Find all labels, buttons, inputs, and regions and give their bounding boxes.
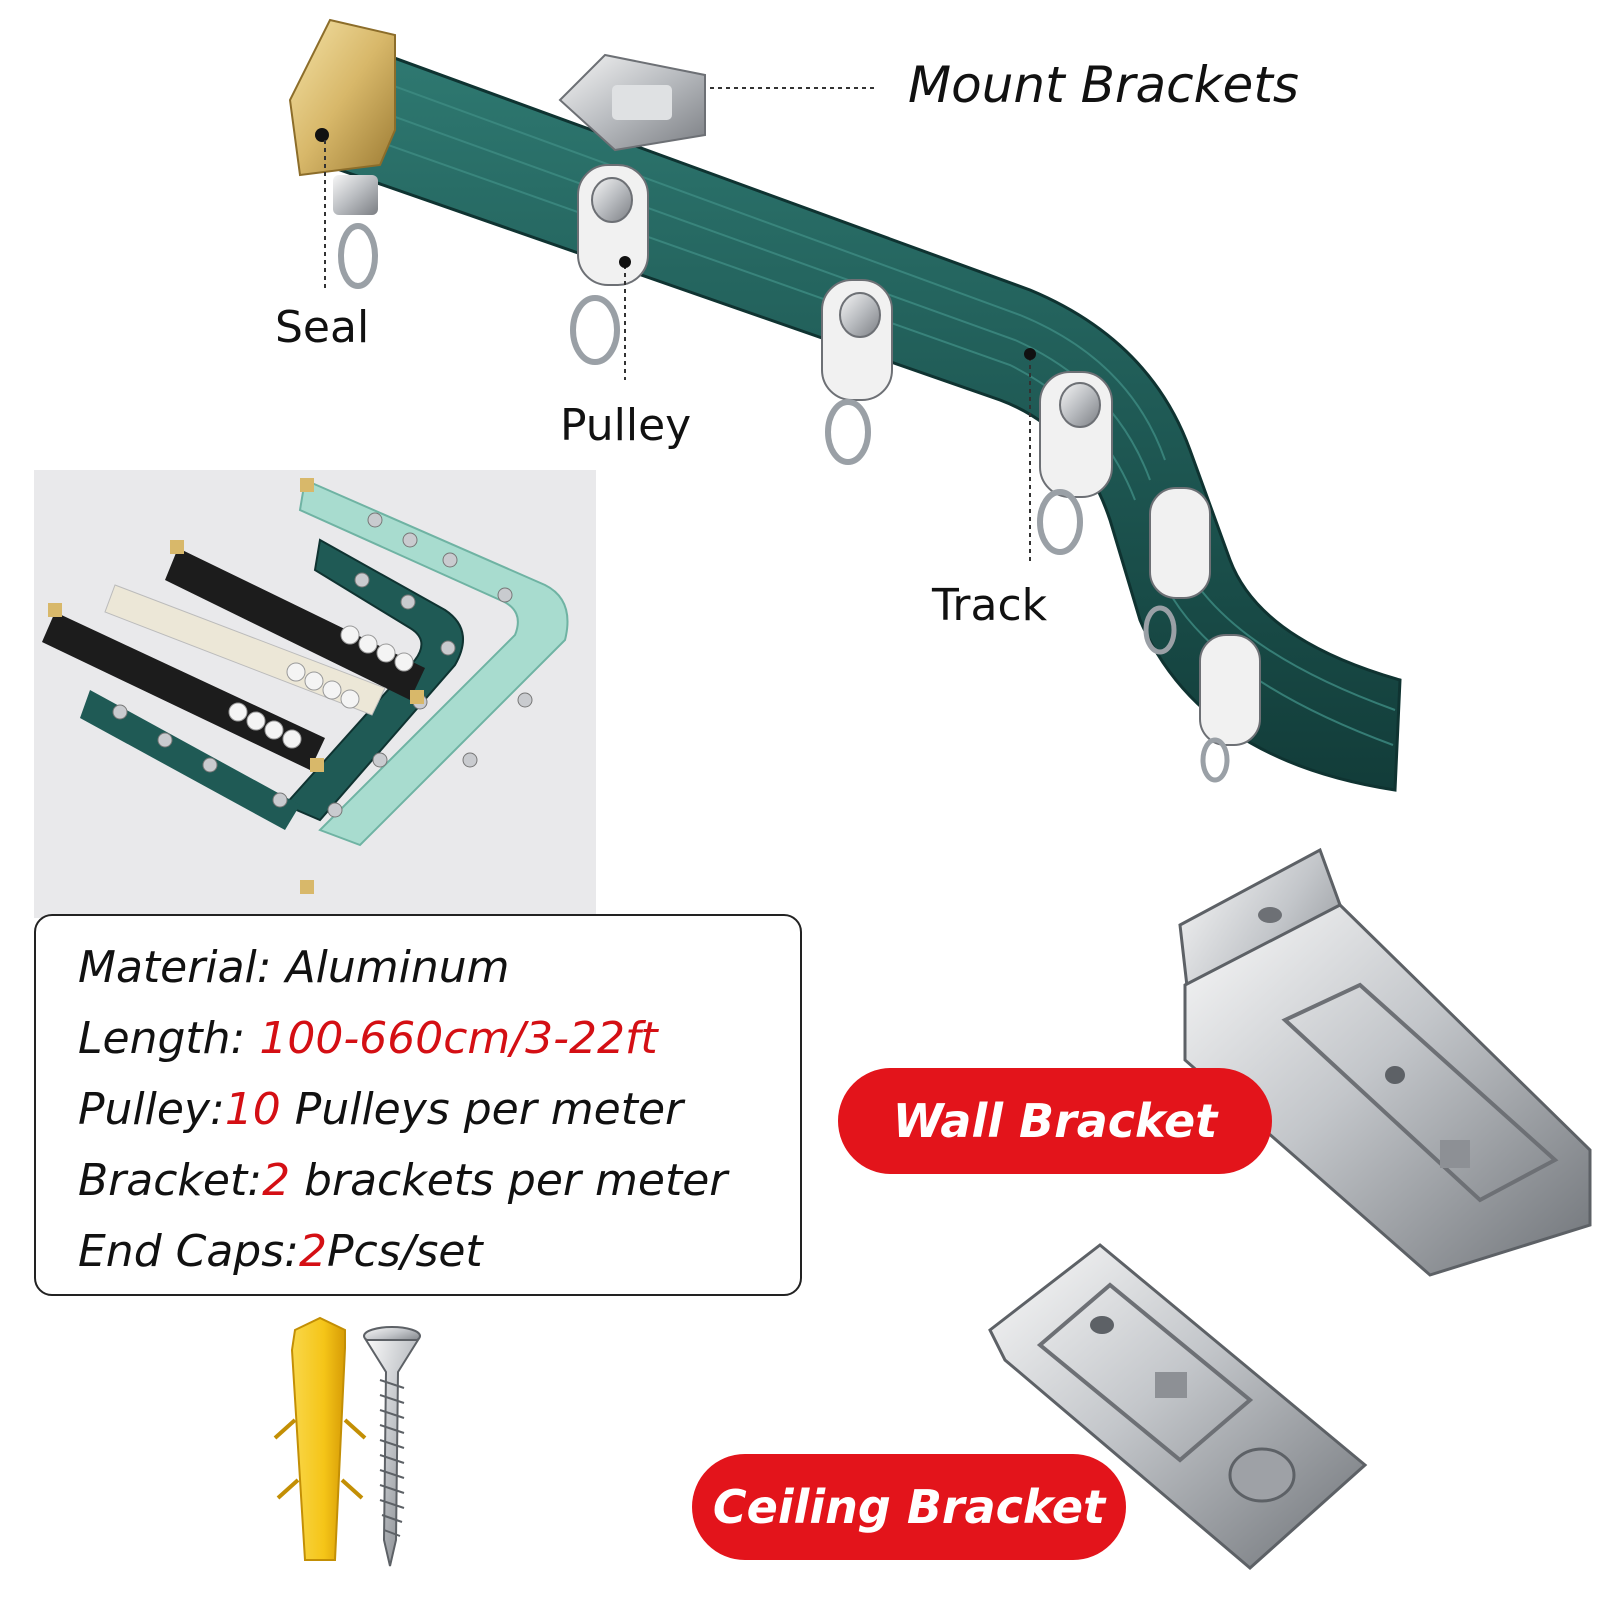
- track-label: Track: [932, 580, 1048, 631]
- spec-bracket: Bracket:2 brackets per meter: [78, 1155, 728, 1206]
- pulley-label: Pulley: [560, 400, 692, 451]
- ceiling-bracket-illustration: [988, 1243, 1368, 1570]
- wall-bracket-illustration: [1178, 847, 1592, 1277]
- spec-pulley: Pulley:10 Pulleys per meter: [78, 1084, 684, 1135]
- wall-bracket-badge: Wall Bracket: [838, 1068, 1272, 1174]
- screw-icon: [363, 1326, 421, 1567]
- anchor-icon: [273, 1316, 367, 1561]
- seal-label: Seal: [275, 302, 370, 353]
- spec-endcaps: End Caps:2Pcs/set: [78, 1226, 483, 1277]
- spec-material: Material: Aluminum: [78, 942, 510, 993]
- ceiling-bracket-badge: Ceiling Bracket: [692, 1454, 1126, 1560]
- spec-length: Length: 100-660cm/3-22ft: [78, 1013, 658, 1064]
- specs-box: Material: Aluminum Length: 100-660cm/3-2…: [34, 914, 802, 1296]
- mount-brackets-label: Mount Brackets: [908, 56, 1299, 114]
